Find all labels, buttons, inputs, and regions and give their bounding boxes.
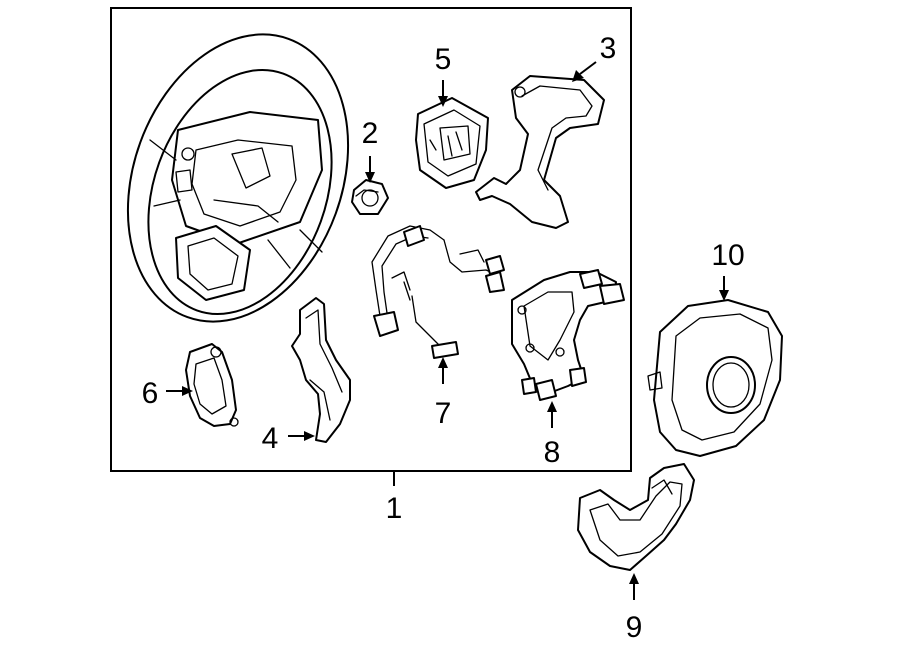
cruise-switch [185, 343, 239, 427]
air-bag-module [647, 299, 783, 457]
assembly-frame [110, 7, 632, 472]
callout-9: 9 [626, 611, 643, 644]
callout-4: 4 [262, 422, 279, 455]
callout-10: 10 [711, 239, 744, 272]
callout-2: 2 [362, 117, 379, 150]
insulator-bracket [577, 463, 695, 571]
steering-wheel [126, 33, 350, 323]
callout-3: 3 [600, 32, 617, 65]
callout-8: 8 [544, 436, 561, 469]
wiring-harness [371, 225, 505, 359]
spoke-cover [475, 75, 605, 229]
lower-trim-cover [291, 297, 351, 443]
nut [351, 179, 389, 215]
callout-5: 5 [435, 43, 452, 76]
leader-lines [166, 61, 729, 600]
bracket [511, 269, 625, 401]
callout-7: 7 [435, 397, 452, 430]
callout-1: 1 [386, 492, 403, 525]
switch-module [415, 97, 489, 189]
callout-6: 6 [142, 377, 159, 410]
